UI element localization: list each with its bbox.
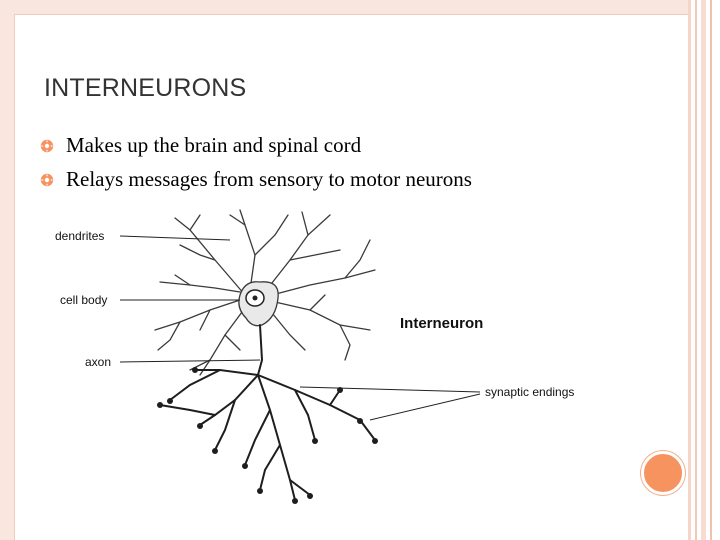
label-cell-body: cell body [60,293,107,307]
bullet-item: Makes up the brain and spinal cord [40,130,472,164]
right-rail-decoration [701,0,706,540]
right-rail-decoration [710,0,712,540]
right-rail-decoration [688,0,691,540]
bullet-text: Relays messages from sensory to motor ne… [66,167,472,191]
leader-lines [119,235,481,421]
left-border-decoration [0,0,14,540]
gear-bullet-icon [40,173,54,187]
cell-body-drawing [238,281,279,327]
label-axon: axon [85,355,111,369]
label-dendrites: dendrites [55,229,104,243]
bullet-list: Makes up the brain and spinal cord Relay… [40,130,472,198]
interneuron-diagram: dendrites cell body axon Interneuron syn… [55,209,574,504]
axon-drawing [159,324,376,501]
right-rail-decoration [695,0,697,540]
bullet-text: Makes up the brain and spinal cord [66,133,362,157]
diagram-title: Interneuron [400,315,483,332]
bullet-item: Relays messages from sensory to motor ne… [40,164,472,198]
label-synaptic-endings: synaptic endings [485,385,574,399]
inner-frame-decoration [14,14,690,540]
gear-bullet-icon [40,139,54,153]
dendrites-drawing [154,209,376,376]
orange-circle-decoration [641,451,685,495]
top-border-decoration [0,0,691,14]
slide-title: INTERNEURONS [44,74,247,102]
synaptic-endings-drawing [157,367,378,504]
